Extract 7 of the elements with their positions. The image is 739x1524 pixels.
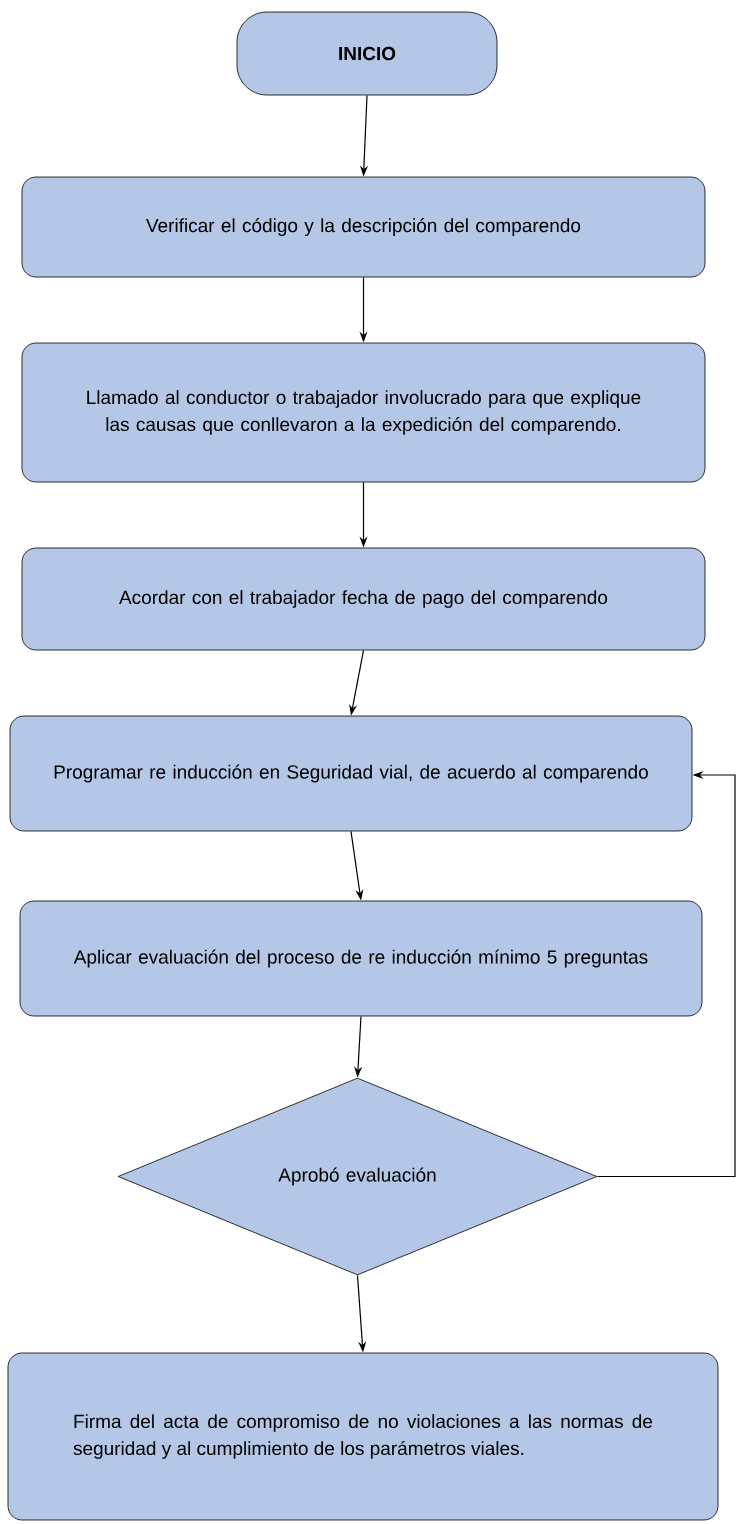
process-box: Verificar el código y la descripción del comparendo: [21, 176, 706, 278]
process-box: Acordar con el trabajador fecha de pago del comparendo: [21, 547, 706, 651]
process-box: Llamado al conductor o trabajador involucrado para que explique las causas que conllevaron a la expedición del comparendo.: [21, 342, 706, 483]
process-box: Firma del acta de compromiso de no violaciones a las normas de seguridad y al cumplimiento de los parámetros viales.: [7, 1352, 719, 1521]
process-box: Aplicar evaluación del proceso de re inducción mínimo 5 preguntas: [19, 900, 703, 1017]
process-box: Programar re inducción en Seguridad vial, de acuerdo al comparendo: [9, 715, 693, 832]
start-terminal: INICIO: [236, 11, 498, 96]
